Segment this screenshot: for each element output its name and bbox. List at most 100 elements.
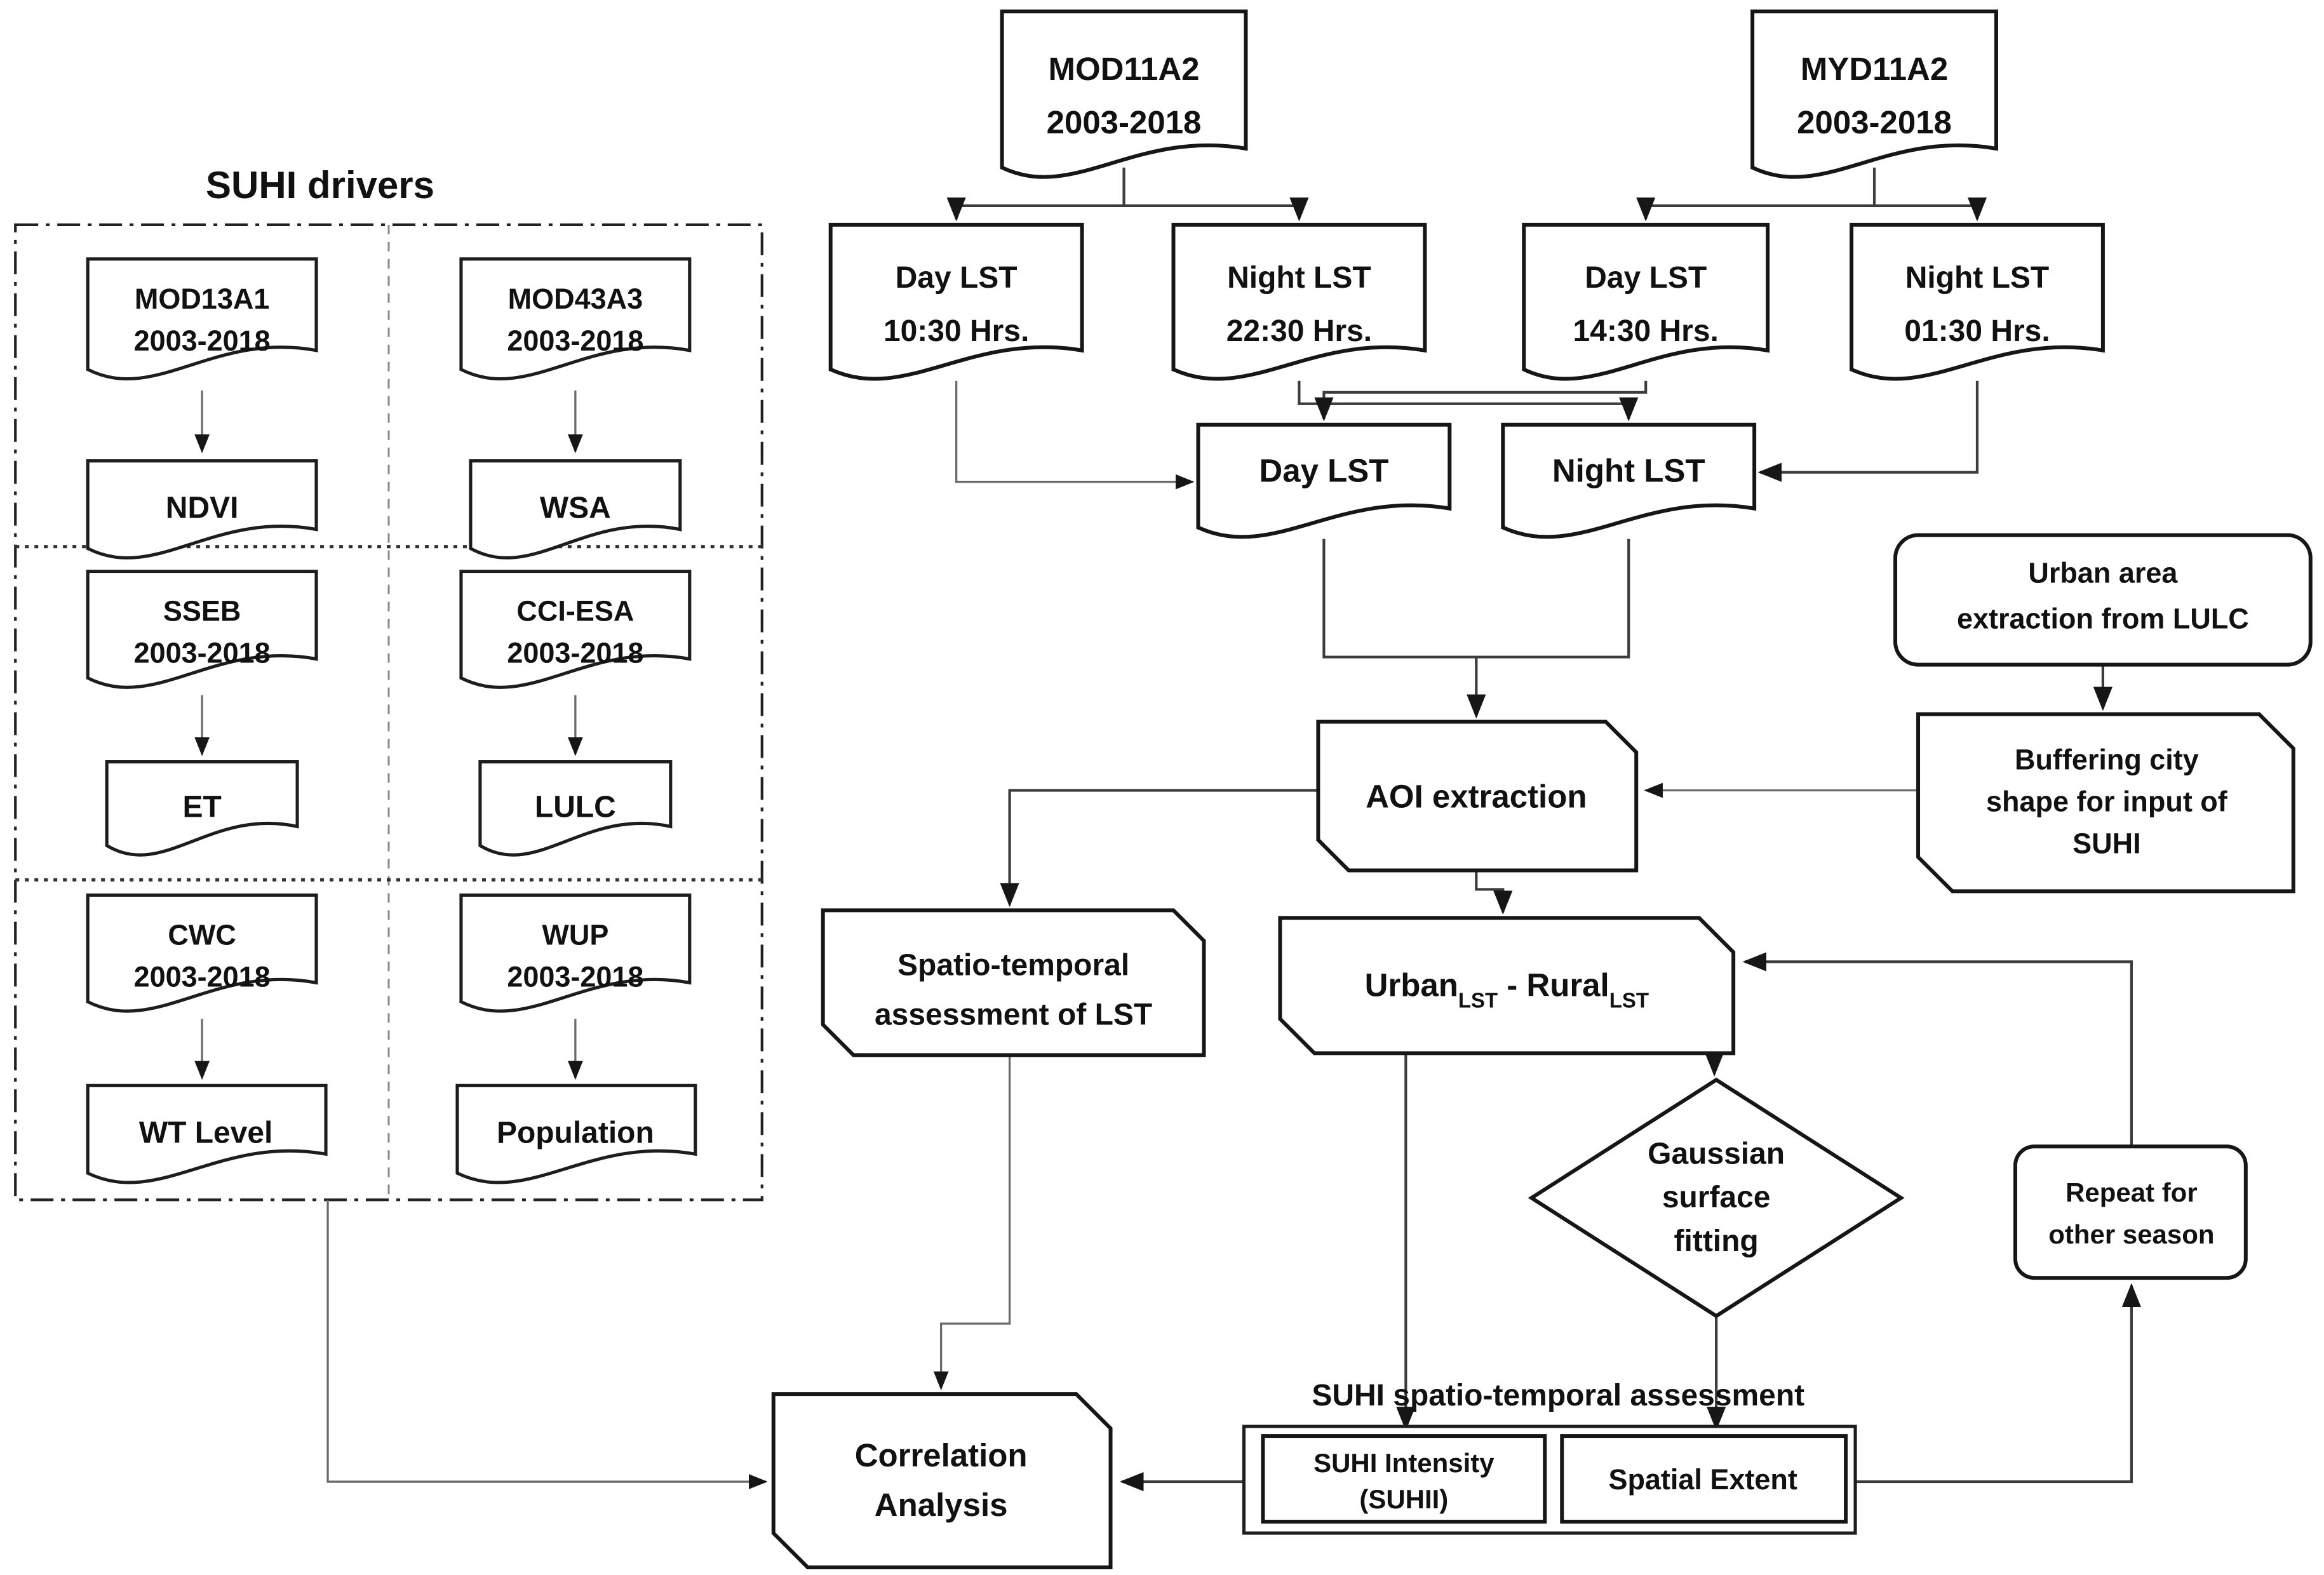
doc-cwc bbox=[86, 893, 318, 1013]
process-correlation-analysis bbox=[771, 1392, 1113, 1570]
suhi-drivers-panel: SUHI drivers MOD13A1 2003-2018 NDVI MOD4… bbox=[14, 164, 763, 1202]
output-spatial-extent bbox=[1560, 1434, 1848, 1524]
process-buffering-city-shape bbox=[1916, 712, 2295, 894]
doc-lulc-label: LULC bbox=[535, 790, 616, 824]
gaussian-line3: fitting bbox=[1674, 1224, 1759, 1258]
connector-repeat-urbanrural bbox=[1742, 952, 2133, 1147]
connector-mod11a2-day1030 bbox=[946, 167, 1125, 222]
doc-night-lst-merged bbox=[1501, 422, 1757, 539]
doc-mod11a2-line2: 2003-2018 bbox=[1047, 104, 1202, 140]
doc-wt-level-label: WT Level bbox=[139, 1116, 273, 1149]
connector-night2230-nightmerged bbox=[1298, 380, 1639, 422]
doc-cwc-line1: CWC bbox=[168, 918, 236, 951]
suhi-drivers-border bbox=[14, 223, 763, 1202]
doc-night-lst-0130-line1: Night LST bbox=[1905, 261, 2049, 295]
connector-spatialextent-repeat bbox=[1855, 1283, 2141, 1484]
buffering-line2: shape for input of bbox=[1986, 785, 2228, 817]
doc-myd11a2-line1: MYD11A2 bbox=[1801, 51, 1948, 87]
connector-mod11a2-night2230 bbox=[1124, 197, 1309, 222]
doc-mod43a3 bbox=[459, 257, 692, 381]
doc-wsa bbox=[469, 459, 682, 560]
lst-sources: MOD11A2 2003-2018 MYD11A2 2003-2018 Day … bbox=[828, 9, 2105, 539]
doc-wsa-label: WSA bbox=[540, 492, 611, 525]
connector-myd11a2-day1430 bbox=[1636, 167, 1876, 222]
process-repeat-other-season bbox=[2013, 1144, 2248, 1280]
doc-night-lst-merged-label: Night LST bbox=[1552, 453, 1705, 489]
connectors bbox=[326, 167, 2141, 1492]
connector-aoi-spatio bbox=[1000, 789, 1319, 908]
doc-wup-line1: WUP bbox=[542, 918, 608, 951]
doc-night-lst-2230-line1: Night LST bbox=[1227, 261, 1371, 295]
doc-night-lst-2230-line2: 22:30 Hrs. bbox=[1226, 314, 1372, 348]
urban-rural-sub2: LST bbox=[1609, 988, 1649, 1012]
doc-day-lst-merged bbox=[1196, 422, 1452, 539]
doc-mod13a1-line2: 2003-2018 bbox=[134, 325, 271, 357]
urban-rural-word1: Urban bbox=[1365, 967, 1458, 1003]
doc-wt-level bbox=[86, 1083, 328, 1184]
doc-population-label: Population bbox=[497, 1116, 654, 1149]
doc-day-lst-merged-label: Day LST bbox=[1259, 453, 1388, 489]
doc-myd11a2 bbox=[1750, 9, 1998, 179]
process-urban-area-extraction bbox=[1893, 533, 2313, 667]
doc-et bbox=[105, 760, 299, 857]
doc-day-lst-1030-line1: Day LST bbox=[896, 261, 1018, 295]
doc-mod11a2-line1: MOD11A2 bbox=[1049, 51, 1200, 87]
process-urban-minus-rural bbox=[1278, 916, 1736, 1056]
doc-day-lst-1030-line2: 10:30 Hrs. bbox=[883, 314, 1029, 348]
correlation-line2: Analysis bbox=[875, 1487, 1008, 1523]
urban-area-line2: extraction from LULC bbox=[1957, 603, 2249, 635]
suhii-line2: (SUHII) bbox=[1359, 1484, 1448, 1514]
connector-night0130-nightmerged bbox=[1757, 380, 1979, 482]
doc-ndvi bbox=[86, 459, 318, 560]
spatio-line2: assessment of LST bbox=[875, 998, 1152, 1031]
doc-sseb-line2: 2003-2018 bbox=[134, 637, 271, 669]
connector-merged-join bbox=[1322, 539, 1630, 659]
process-spatio-temporal-assessment bbox=[821, 908, 1206, 1057]
doc-night-lst-0130 bbox=[1850, 222, 2105, 381]
process-aoi-extraction bbox=[1316, 720, 1639, 873]
doc-night-lst-2230 bbox=[1171, 222, 1427, 381]
doc-night-lst-0130-line2: 01:30 Hrs. bbox=[1904, 314, 2050, 348]
gaussian-line2: surface bbox=[1662, 1181, 1771, 1214]
connector-aoi-urbanrural bbox=[1475, 870, 1513, 915]
correlation-line1: Correlation bbox=[855, 1437, 1028, 1473]
doc-wup bbox=[459, 893, 692, 1013]
process-aoi-label: AOI extraction bbox=[1366, 778, 1587, 814]
doc-et-label: ET bbox=[182, 790, 221, 824]
doc-day-lst-1430 bbox=[1522, 222, 1770, 381]
doc-cci-esa bbox=[459, 570, 692, 689]
doc-lulc bbox=[478, 760, 673, 857]
spatio-line1: Spatio-temporal bbox=[897, 948, 1129, 982]
doc-sseb-line1: SSEB bbox=[163, 595, 241, 627]
repeat-line2: other season bbox=[2048, 1219, 2214, 1249]
doc-mod43a3-line2: 2003-2018 bbox=[507, 325, 643, 357]
doc-day-lst-1030 bbox=[828, 222, 1084, 381]
doc-cwc-line2: 2003-2018 bbox=[134, 960, 271, 993]
doc-day-lst-1430-line2: 14:30 Hrs. bbox=[1573, 314, 1719, 348]
connector-drivers-correlation bbox=[326, 1200, 768, 1489]
doc-ndvi-label: NDVI bbox=[166, 492, 239, 525]
suhi-assessment-label: SUHI spatio-temporal assessment bbox=[1312, 1379, 1804, 1412]
connector-spatio-correlation bbox=[933, 1055, 1011, 1391]
repeat-line1: Repeat for bbox=[2065, 1177, 2198, 1207]
connector-day1030-daymerged bbox=[955, 380, 1195, 490]
doc-myd11a2-line2: 2003-2018 bbox=[1797, 104, 1952, 140]
suhi-drivers-title: SUHI drivers bbox=[206, 164, 434, 206]
doc-mod11a2 bbox=[1000, 9, 1248, 179]
urban-rural-sub1: LST bbox=[1458, 988, 1498, 1012]
spatial-extent-label: Spatial Extent bbox=[1608, 1463, 1797, 1496]
buffering-line3: SUHI bbox=[2072, 827, 2140, 859]
suhii-line1: SUHI Intensity bbox=[1313, 1448, 1494, 1478]
buffering-line1: Buffering city bbox=[2015, 744, 2199, 776]
connector-myd11a2-night0130 bbox=[1874, 197, 1987, 222]
doc-mod13a1 bbox=[86, 257, 318, 381]
output-suhi-intensity bbox=[1261, 1434, 1547, 1524]
connector-day1430-daymerged bbox=[1314, 380, 1648, 422]
doc-sseb bbox=[86, 570, 318, 689]
doc-mod13a1-line1: MOD13A1 bbox=[135, 283, 269, 315]
gaussian-line1: Gaussian bbox=[1648, 1137, 1785, 1170]
urban-rural-word2: Rural bbox=[1526, 967, 1609, 1003]
doc-cci-esa-line2: 2003-2018 bbox=[507, 637, 643, 669]
doc-cci-esa-line1: CCI-ESA bbox=[516, 595, 634, 627]
